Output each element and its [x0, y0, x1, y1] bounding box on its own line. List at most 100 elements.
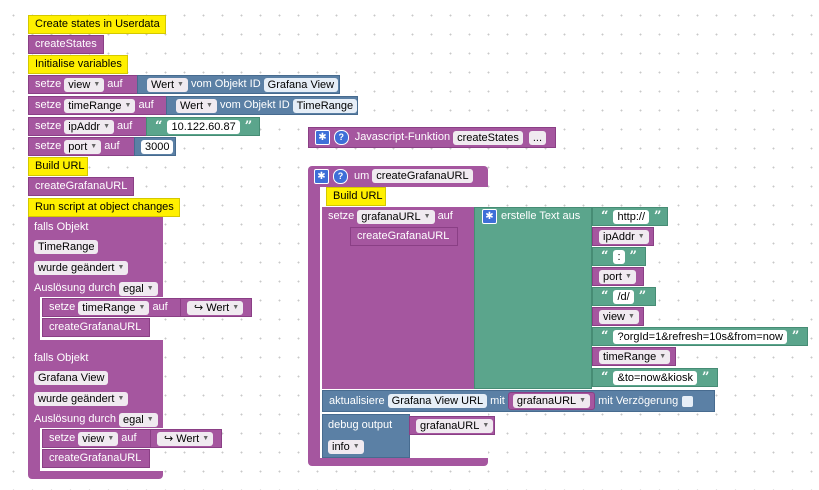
comment-build-url[interactable]: Build URL — [326, 187, 386, 206]
help-icon[interactable]: ? — [333, 168, 348, 184]
log-level-dropdown[interactable]: info▼ — [328, 439, 364, 454]
text-literal-block[interactable]: “ 10.122.60.87 ” — [146, 117, 260, 136]
text-literal-block[interactable]: “ &to=now&kiosk ” — [592, 368, 718, 387]
gear-icon[interactable]: ✱ — [314, 168, 329, 184]
call-create-grafana-block[interactable]: createGrafanaURL — [42, 449, 150, 468]
object-id-field[interactable]: TimeRange — [292, 98, 358, 113]
comment-text: Build URL — [35, 160, 85, 172]
block-label: erstelle Text aus — [501, 210, 581, 222]
comment-build-url[interactable]: Build URL — [28, 157, 88, 176]
wert-dropdown[interactable]: ↪Wert▼ — [157, 431, 214, 446]
call-create-states-block[interactable]: createStates — [28, 35, 104, 54]
var-ipaddr-dropdown[interactable]: ipAddr▼ — [64, 119, 115, 134]
call-create-grafana-block[interactable]: createGrafanaURL — [350, 227, 458, 246]
text-literal-block[interactable]: “ /d/ ” — [592, 287, 656, 306]
change-type-dropdown[interactable]: wurde geändert▼ — [34, 391, 129, 406]
var-grafanaurl-dropdown[interactable]: grafanaURL▼ — [512, 394, 591, 408]
var-timerange-dropdown[interactable]: timeRange▼ — [78, 300, 150, 315]
var-view-dropdown[interactable]: view▼ — [599, 309, 639, 324]
chevron-down-icon: ▼ — [124, 101, 132, 109]
set-timerange-block[interactable]: setze timeRange▼ auf — [28, 96, 168, 115]
update-state-block[interactable]: aktualisiere Grafana View URL mit grafan… — [322, 390, 715, 412]
object-id-field[interactable]: Grafana View — [34, 370, 109, 385]
set-ipaddr-block[interactable]: setze ipAddr▼ auf — [28, 117, 150, 136]
call-create-grafana-block[interactable]: createGrafanaURL — [28, 177, 134, 196]
comment-run-script[interactable]: Run script at object changes — [28, 198, 180, 217]
block-label: vom Objekt ID — [219, 99, 290, 111]
comment-create-states[interactable]: Create states in Userdata — [28, 15, 166, 34]
trigger-header-label: falls Objekt — [28, 348, 94, 368]
trigger-value-block[interactable]: ↪Wert▼ — [180, 298, 252, 317]
text-field[interactable]: &to=now&kiosk — [613, 370, 697, 385]
var-timerange-dropdown[interactable]: timeRange▼ — [64, 98, 136, 113]
text-field[interactable]: : — [613, 249, 625, 264]
block-label: setze — [35, 99, 62, 111]
return-arrow-icon: ↪ — [194, 301, 204, 314]
text-field[interactable]: ?orgId=1&refresh=10s&from=now — [613, 329, 787, 344]
block-label: mit Verzögerung — [598, 394, 679, 407]
text-literal-block[interactable]: “ : ” — [592, 247, 646, 266]
wert-dropdown[interactable]: ↪Wert▼ — [187, 300, 244, 315]
get-state-block[interactable]: Wert▼ vom Objekt ID TimeRange — [166, 96, 358, 115]
block-label: auf — [107, 78, 123, 90]
set-view-block[interactable]: setze view▼ auf — [28, 75, 140, 94]
variable-grafanaurl-block[interactable]: grafanaURL▼ — [409, 416, 495, 435]
comment-initialise[interactable]: Initialise variables — [28, 55, 128, 74]
text-join-block[interactable] — [474, 207, 592, 389]
var-grafanaurl-dropdown[interactable]: grafanaURL▼ — [416, 418, 494, 433]
quote-open-icon: “ — [601, 329, 609, 344]
delay-checkbox[interactable] — [682, 395, 694, 407]
var-ipaddr-dropdown[interactable]: ipAddr▼ — [599, 229, 649, 244]
quote-open-icon: “ — [601, 289, 609, 304]
wert-dropdown[interactable]: Wert▼ — [147, 77, 188, 92]
set-timerange-block[interactable]: setze timeRange▼ auf — [42, 298, 182, 317]
ack-dropdown[interactable]: egal▼ — [118, 412, 158, 427]
quote-open-icon: “ — [601, 370, 609, 385]
wert-dropdown[interactable]: Wert▼ — [176, 98, 217, 113]
change-type-dropdown[interactable]: wurde geändert▼ — [34, 260, 129, 275]
set-view-block[interactable]: setze view▼ auf — [42, 429, 154, 448]
code-editor-button[interactable]: ... — [528, 130, 546, 145]
text-literal-block[interactable]: “ http:// ” — [592, 207, 668, 226]
text-field[interactable]: /d/ — [613, 289, 634, 304]
chevron-down-icon: ▼ — [107, 434, 115, 442]
help-icon[interactable]: ? — [333, 130, 349, 145]
text-field[interactable]: 10.122.60.87 — [167, 119, 240, 134]
block-label: mit — [490, 394, 505, 407]
number-block[interactable]: 3000 — [134, 137, 176, 156]
variable-port-block[interactable]: port▼ — [592, 267, 644, 286]
text-literal-block[interactable]: “ ?orgId=1&refresh=10s&from=now ” — [592, 327, 808, 346]
quote-open-icon: “ — [601, 249, 609, 264]
var-timerange-dropdown[interactable]: timeRange▼ — [599, 349, 671, 364]
var-port-dropdown[interactable]: port▼ — [64, 139, 102, 154]
get-state-block[interactable]: Wert▼ vom Objekt ID Grafana View — [137, 75, 340, 94]
number-field[interactable]: 3000 — [141, 139, 174, 154]
ack-dropdown[interactable]: egal▼ — [118, 281, 158, 296]
variable-timerange-block[interactable]: timeRange▼ — [592, 347, 676, 366]
trigger-ack-row: Auslösung durch egal▼ — [28, 279, 167, 298]
function-create-states-block[interactable]: ✱ ? Javascript-Funktion createStates ... — [308, 127, 556, 148]
function-name-field[interactable]: createGrafanaURL — [372, 169, 473, 183]
set-port-block[interactable]: setze port▼ auf — [28, 137, 138, 156]
call-create-grafana-block[interactable]: createGrafanaURL — [42, 318, 150, 337]
var-view-dropdown[interactable]: view▼ — [78, 431, 119, 446]
var-port-dropdown[interactable]: port▼ — [599, 269, 636, 284]
trigger-object-row: TimeRange — [28, 237, 107, 256]
quote-close-icon: ” — [638, 289, 647, 304]
variable-view-block[interactable]: view▼ — [592, 307, 644, 326]
gear-icon[interactable]: ✱ — [482, 209, 497, 224]
variable-grafanaurl-block[interactable]: grafanaURL▼ — [507, 392, 596, 410]
gear-icon[interactable]: ✱ — [315, 130, 330, 145]
object-id-field[interactable]: Grafana View URL — [387, 394, 488, 408]
block-label: auf — [138, 99, 154, 111]
trigger-value-block[interactable]: ↪Wert▼ — [150, 429, 222, 448]
chevron-down-icon: ▼ — [352, 442, 360, 450]
var-grafanaurl-dropdown[interactable]: grafanaURL▼ — [357, 209, 435, 224]
var-view-dropdown[interactable]: view▼ — [64, 77, 105, 92]
text-field[interactable]: http:// — [613, 209, 650, 224]
quote-close-icon: ” — [244, 119, 253, 134]
object-id-field[interactable]: TimeRange — [34, 239, 99, 254]
object-id-field[interactable]: Grafana View — [263, 77, 339, 92]
function-name-field[interactable]: createStates — [453, 130, 523, 145]
variable-ipaddr-block[interactable]: ipAddr▼ — [592, 227, 654, 246]
